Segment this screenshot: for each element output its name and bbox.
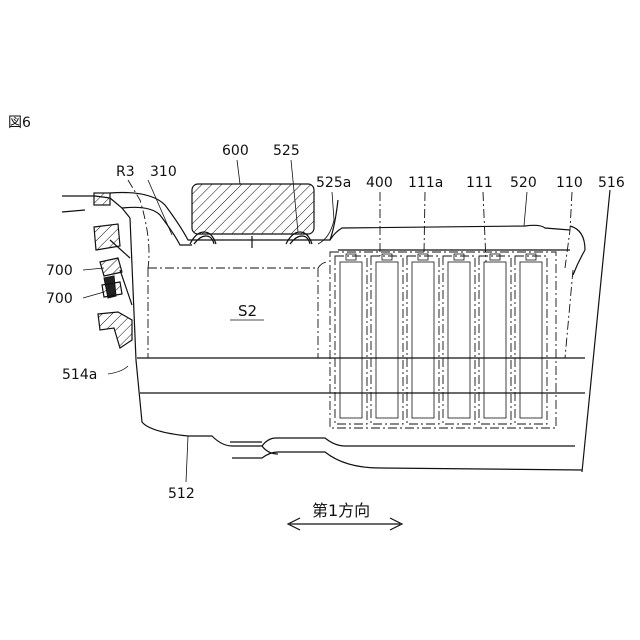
- reference-labels: 600 525 525a 400 111a 111 520 110 516 R3…: [46, 143, 625, 502]
- direction-arrow: 第1方向: [288, 501, 402, 530]
- label-525a: 525a: [316, 175, 351, 191]
- housing-outline: [62, 190, 610, 472]
- label-516: 516: [598, 175, 625, 191]
- figure-label: 図6: [8, 115, 31, 131]
- label-110: 110: [556, 175, 583, 191]
- label-r3: R3: [116, 164, 135, 180]
- label-512: 512: [168, 486, 195, 502]
- label-111: 111: [466, 175, 493, 191]
- leader-lines: [83, 160, 573, 482]
- battery-cells: [330, 252, 556, 428]
- label-400: 400: [366, 175, 393, 191]
- label-520: 520: [510, 175, 537, 191]
- label-525: 525: [273, 143, 300, 159]
- label-111a: 111a: [408, 175, 443, 191]
- label-700-lower: 700: [46, 291, 73, 307]
- label-700-upper: 700: [46, 263, 73, 279]
- label-600: 600: [222, 143, 249, 159]
- left-flange-parts: [94, 193, 132, 348]
- label-s2: S2: [238, 302, 257, 320]
- label-514a: 514a: [62, 367, 97, 383]
- direction-label: 第1方向: [312, 501, 370, 520]
- label-310: 310: [150, 164, 177, 180]
- component-600: [190, 184, 314, 248]
